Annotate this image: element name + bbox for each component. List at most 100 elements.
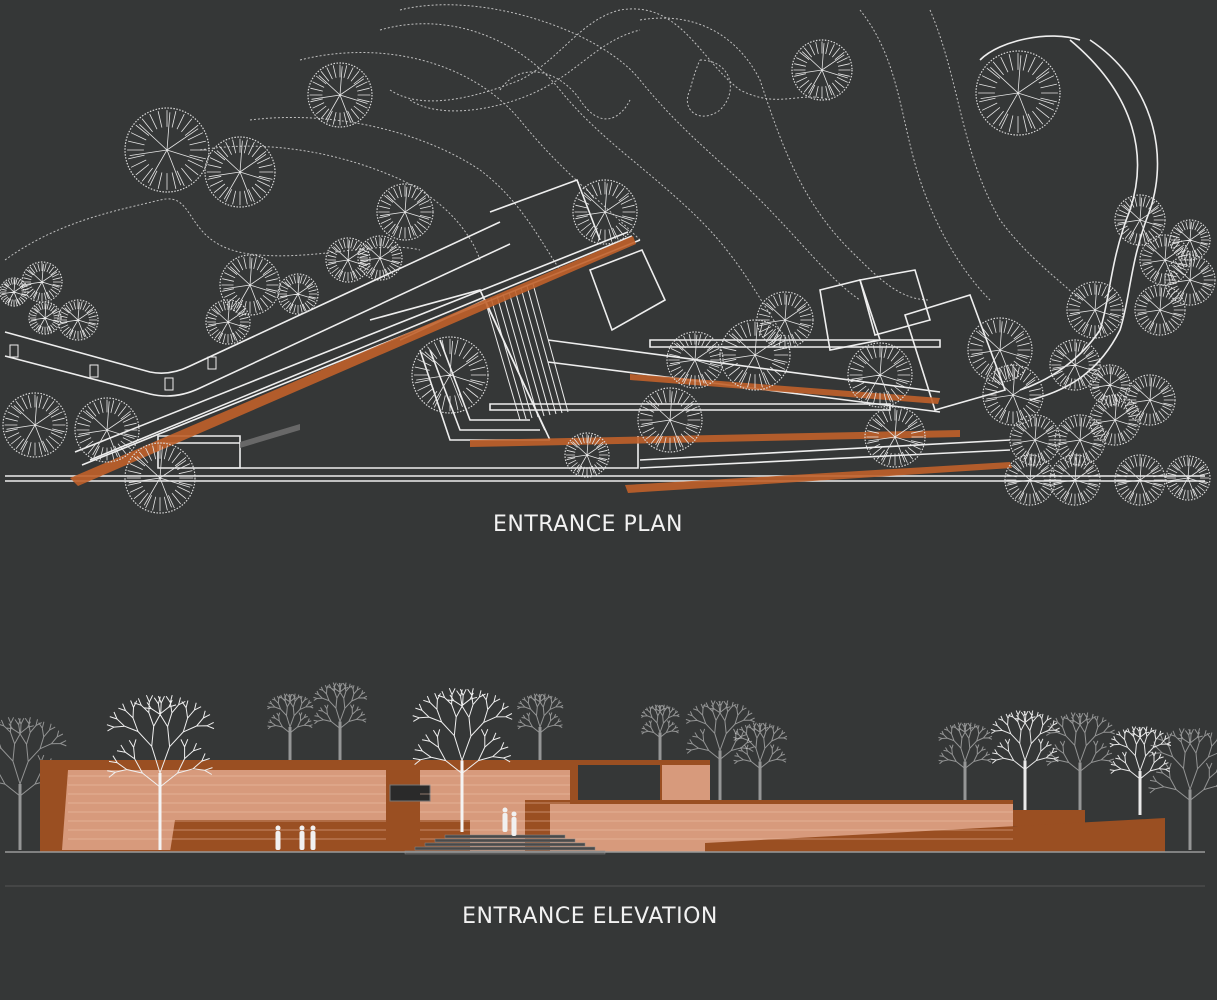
plan-tree-symbol (1114, 194, 1166, 246)
corten-wall (625, 462, 1012, 493)
plan-line (903, 294, 1007, 411)
tree-branches (1116, 196, 1164, 244)
tree-canopy (1134, 284, 1186, 336)
entrance-elevation-drawing (0, 682, 1217, 887)
tree-branches (279, 275, 317, 313)
plan-tree-symbol (1049, 339, 1101, 391)
stair-step (434, 838, 576, 843)
plan-tree-symbol (719, 319, 791, 391)
tree-branches (327, 239, 369, 281)
tree-canopy (791, 39, 853, 101)
plan-line (489, 178, 601, 241)
stair-step (414, 846, 596, 851)
tree-canopy (666, 331, 724, 389)
tree-canopy (357, 235, 403, 281)
person-silhouette (299, 825, 305, 850)
tree-branches (0, 278, 28, 306)
contour-line (379, 23, 781, 331)
tree-canopy (74, 397, 140, 463)
stair-tread (526, 285, 563, 414)
plan-line (4, 221, 501, 374)
person-silhouette (511, 811, 517, 836)
tree-branches (668, 333, 722, 387)
elevation-tree (1109, 726, 1172, 815)
plan-tree-symbol (864, 406, 926, 468)
plan-line (819, 279, 882, 351)
stair-step (424, 842, 586, 847)
plan-tree-symbol (1124, 374, 1176, 426)
tree-branches (359, 237, 401, 279)
corten-wall (240, 424, 300, 448)
contour-line (389, 8, 831, 102)
plan-tree-symbol (307, 62, 373, 128)
tree-branches (23, 263, 61, 301)
contour-line (4, 198, 421, 261)
plan-tree-symbol (564, 432, 610, 478)
tree-branches (76, 399, 138, 461)
elevation-tree (938, 722, 993, 800)
tree-canopy (307, 62, 373, 128)
tree-branches (969, 319, 1031, 381)
plan-tree-symbol (1066, 281, 1124, 339)
tree-canopy (411, 336, 489, 414)
person-silhouette (275, 825, 281, 850)
plan-line (419, 349, 550, 441)
elevation-tree (1148, 728, 1217, 850)
plan-tree-symbol (205, 299, 251, 345)
tree-canopy (1089, 364, 1131, 406)
contour-line (929, 9, 1081, 301)
plan-line (89, 235, 633, 461)
plan-tree-symbol (74, 397, 140, 463)
contour-line (399, 4, 861, 301)
plan-tree-symbol (325, 237, 371, 283)
elevation-tree (412, 688, 513, 832)
tree-branches (574, 181, 636, 243)
stair-tread (508, 291, 545, 417)
parking-marker (9, 344, 19, 358)
tree-branches (1116, 456, 1164, 504)
stair-tread (532, 283, 569, 413)
tree-branches (1006, 456, 1054, 504)
tree-branches (1051, 456, 1099, 504)
corten-ramp-wall (705, 818, 1165, 852)
tree-canopy (982, 364, 1044, 426)
contour-line (409, 29, 641, 112)
tree-branches (721, 321, 789, 389)
tree-canopy (28, 301, 62, 335)
plan-tree-symbol (1134, 284, 1186, 336)
tree-canopy (124, 107, 210, 193)
parking-marker (89, 364, 99, 378)
tree-branches (29, 302, 61, 334)
plan-tree-symbol (756, 291, 814, 349)
plan-tree-symbol (572, 179, 638, 245)
elevation-tree (106, 694, 215, 850)
tree-canopy (2, 392, 68, 458)
plan-tree-symbol (57, 299, 99, 341)
plan-line (858, 269, 932, 336)
stair-tread (490, 297, 527, 420)
tree-branches (1051, 341, 1099, 389)
stair-tread (514, 289, 551, 416)
elevation-tree (267, 693, 314, 760)
frame-opening (578, 765, 660, 802)
tree-branches (984, 366, 1042, 424)
tree-branches (978, 53, 1058, 133)
tree-canopy (975, 50, 1061, 136)
plan-line (639, 439, 1011, 461)
person-head (511, 811, 517, 817)
elevation-tree (640, 704, 680, 760)
plan-tree-symbol (1049, 454, 1101, 506)
tree-branches (59, 301, 97, 339)
tree-branches (126, 444, 194, 512)
tree-branches (849, 344, 911, 406)
contour-line (499, 71, 631, 120)
elevation-tree (733, 722, 788, 800)
plan-tree-symbol (411, 336, 489, 414)
elevation-title: ENTRANCE ELEVATION (462, 904, 718, 929)
tree-canopy (277, 273, 319, 315)
person-head (275, 825, 281, 831)
plan-line (649, 339, 941, 348)
tree-canopy (847, 342, 913, 408)
tree-canopy (756, 291, 814, 349)
